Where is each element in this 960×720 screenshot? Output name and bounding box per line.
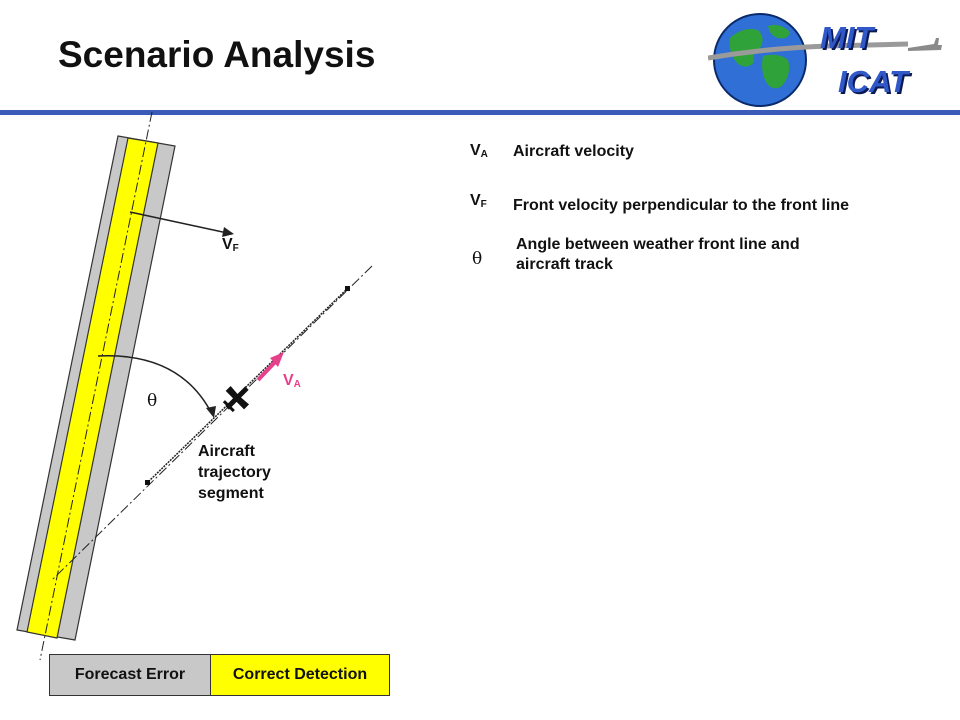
logo-icat-text: ICAT xyxy=(838,64,909,99)
definition-va-text: Aircraft velocity xyxy=(513,143,634,160)
va-arrowhead xyxy=(270,352,284,367)
trajectory-end-marker xyxy=(345,286,350,291)
definition-vf-symbol: VF xyxy=(470,192,487,210)
trajectory-extension-line xyxy=(51,265,373,581)
vf-arrow-line xyxy=(129,211,233,235)
trajectory-label: Aircraft trajectory segment xyxy=(198,443,271,502)
vf-arrowhead xyxy=(222,227,234,237)
legend-forecast-error: Forecast Error xyxy=(49,654,211,696)
theta-arrowhead xyxy=(206,406,216,418)
va-arrow-line xyxy=(256,358,279,382)
front-center-line xyxy=(39,111,153,661)
definition-vf-text: Front velocity perpendicular to the fron… xyxy=(513,197,850,214)
logo-mit-text: MIT xyxy=(820,20,874,55)
page-title: Scenario Analysis xyxy=(58,34,376,75)
correct-detection-band xyxy=(26,137,159,639)
theta-label: θ xyxy=(147,391,158,411)
definition-va-symbol: VA xyxy=(470,142,488,160)
title-rule xyxy=(0,110,960,115)
mit-icat-logo xyxy=(708,13,942,107)
legend-correct-detection: Correct Detection xyxy=(210,654,390,696)
vf-label: VF xyxy=(222,236,239,254)
trajectory-segment xyxy=(147,287,349,483)
va-label: VA xyxy=(283,372,301,390)
aircraft-icon xyxy=(222,385,250,413)
theta-angle-arc xyxy=(97,355,213,415)
definition-theta-symbol: θ xyxy=(472,249,483,269)
trajectory-start-marker xyxy=(145,480,150,485)
airplane-icon xyxy=(908,38,942,51)
definition-theta-text: Angle between weather front line and air… xyxy=(516,236,800,273)
